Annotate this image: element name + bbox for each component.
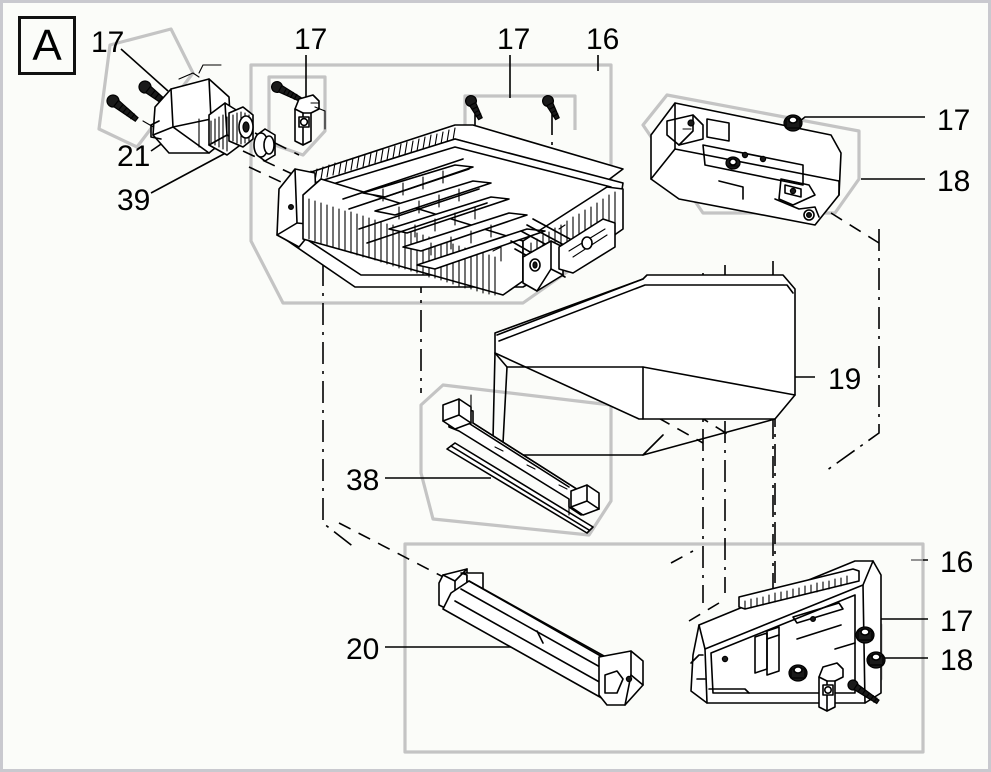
diagram-canvas: .ln{fill:none;stroke:#000;stroke-width:1… — [97, 27, 928, 754]
group-box-top-right-screws — [463, 94, 577, 130]
callout-21-motor: 21 — [117, 140, 151, 173]
part-19-top-cover-panel — [492, 274, 796, 456]
callout-20-cross-brace: 20 — [346, 633, 380, 666]
callout-16-front-panel: 16 — [940, 546, 974, 579]
group-box-right-rail — [641, 93, 861, 215]
part-17-screw-right-rail — [783, 114, 803, 132]
part-39-bushing — [253, 128, 276, 162]
callout-16-belt-unit: 16 — [586, 23, 620, 56]
callout-17-upper-left: 17 — [91, 26, 125, 59]
callout-39-bushing: 39 — [117, 184, 151, 217]
part-38-guide-bar-assembly — [442, 394, 600, 534]
part-17-screw-top-right-b — [541, 94, 560, 121]
section-letter: A — [32, 20, 62, 70]
part-18-clip-bottom-right — [818, 651, 886, 712]
group-box-guide-bar — [419, 383, 613, 537]
callout-17-top-screws: 17 — [497, 23, 531, 56]
part-17-screw-bottom-b — [788, 664, 808, 682]
callout-17-right-rail: 17 — [937, 104, 971, 137]
part-17-clip-screw-top — [270, 80, 326, 146]
part-17-screw-bottom-a — [855, 626, 875, 644]
callout-19-top-cover: 19 — [828, 363, 862, 396]
callout-18-right-rail: 18 — [937, 165, 971, 198]
callout-17-top-clip: 17 — [294, 23, 328, 56]
callout-17-bottom: 17 — [940, 605, 974, 638]
group-box-top-center — [249, 63, 613, 305]
part-17-screw-top-right-a — [464, 94, 483, 121]
part-18-right-side-rail — [650, 102, 842, 226]
group-box-bottom-main — [403, 542, 925, 754]
part-20-cross-brace — [438, 568, 644, 706]
part-16-belt-transport-unit — [276, 124, 624, 296]
part-21-drive-motor — [150, 64, 254, 156]
callout-18-bottom: 18 — [940, 644, 974, 677]
section-letter-box — [18, 16, 76, 75]
callout-38-guide-bar: 38 — [346, 464, 380, 497]
